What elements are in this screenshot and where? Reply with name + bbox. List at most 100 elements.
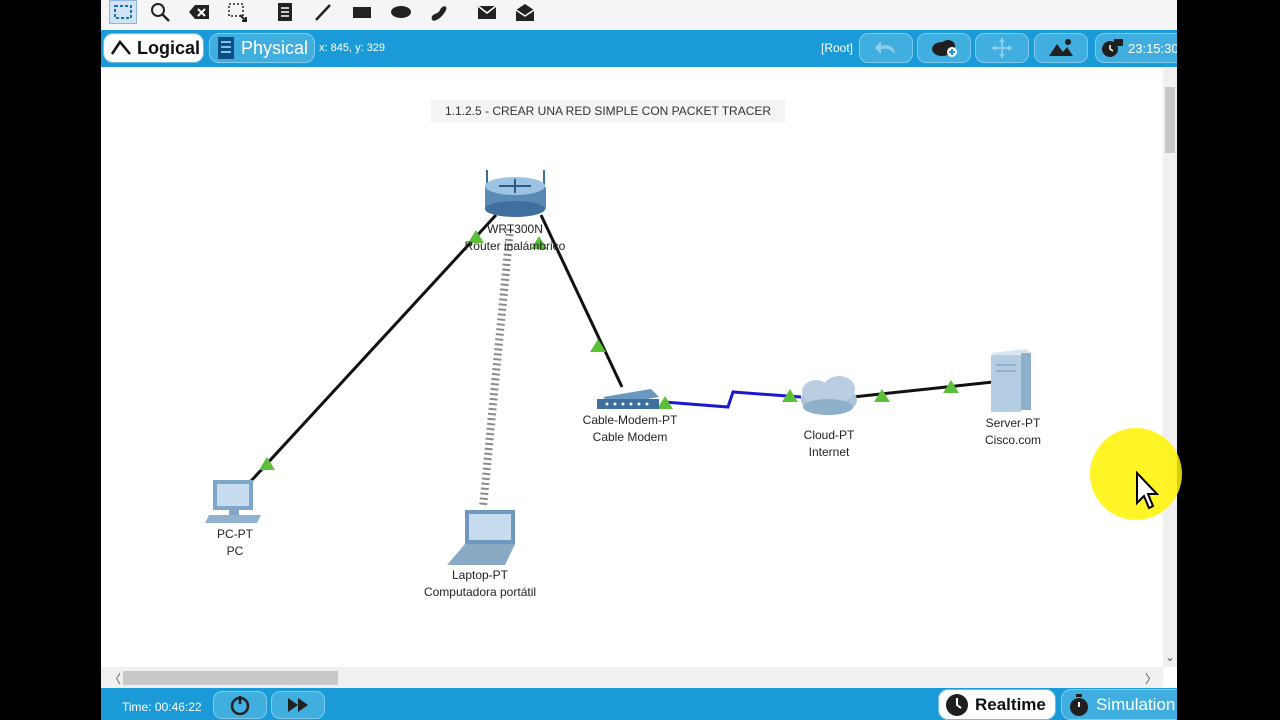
new-cluster-button[interactable] (917, 33, 971, 63)
set-background-button[interactable] (1034, 33, 1088, 63)
laptop-model: Laptop-PT (451, 568, 509, 582)
note-tool[interactable] (271, 0, 299, 24)
power-cycle-icon (230, 696, 250, 716)
tab-logical-label: Logical (137, 37, 201, 58)
move-object-button[interactable] (975, 33, 1029, 63)
freeform-tool[interactable] (425, 0, 453, 24)
draw-line-icon (315, 4, 331, 21)
cloud-device[interactable] (801, 376, 857, 415)
tab-logical[interactable]: Logical (103, 33, 204, 63)
modem-model: Cable-Modem-PT (582, 413, 678, 427)
server-name: Cisco.com (984, 433, 1042, 447)
router-label[interactable]: WRT300N Router inalámbrico (465, 221, 566, 255)
router-name: Router inalámbrico (464, 239, 566, 253)
horizontal-scroll-thumb[interactable] (123, 671, 338, 685)
draw-line-tool[interactable] (309, 0, 337, 24)
link-modem-cloud-coax[interactable] (663, 390, 802, 409)
fast-forward-button[interactable] (271, 691, 325, 719)
laptop-label[interactable]: Laptop-PT Computadora portátil (424, 567, 536, 601)
mouse-pointer-icon (1136, 471, 1159, 510)
link-up-indicator (590, 339, 606, 352)
physical-icon (218, 37, 234, 59)
link-up-indicator (468, 230, 484, 243)
link-up-indicator (531, 236, 547, 249)
vertical-scrollbar[interactable]: ⌄ (1163, 67, 1177, 667)
move-icon (992, 38, 1012, 58)
back-arrow-icon (875, 41, 895, 54)
router-device[interactable] (485, 170, 546, 217)
root-breadcrumb[interactable]: [Root] (821, 41, 854, 55)
simulation-mode-button[interactable]: Simulation (1061, 689, 1177, 720)
router-model: WRT300N (487, 222, 543, 236)
realtime-label: Realtime (975, 694, 1046, 714)
back-button[interactable] (859, 33, 913, 63)
packet-tracer-window: Logical Physical x: 845, y: 329 [Root] 2… (101, 0, 1177, 720)
logical-icon (110, 39, 131, 55)
link-router-pc[interactable] (249, 213, 498, 483)
simulation-bar: Time: 00:46:22 Realtime Simulation (101, 688, 1177, 720)
select-icon (114, 5, 132, 19)
resize-tool[interactable] (223, 0, 251, 24)
pc-name: PC (226, 544, 244, 558)
edit-toolbar (101, 0, 1177, 30)
rectangle-tool[interactable] (348, 0, 376, 24)
inspect-tool[interactable] (146, 0, 174, 24)
cloud-label[interactable]: Cloud-PT Internet (804, 427, 855, 461)
simple-pdu-icon (477, 5, 497, 19)
simple-pdu-tool[interactable] (473, 0, 501, 24)
simulation-label: Simulation (1096, 694, 1176, 714)
pc-label[interactable]: PC-PT PC (217, 526, 253, 560)
link-cloud-server[interactable] (852, 380, 994, 399)
cluster-cloud-icon (932, 40, 957, 57)
scroll-down-arrow-icon[interactable]: ⌄ (1165, 650, 1176, 664)
topology-canvas (205, 170, 1031, 565)
complex-pdu-icon (515, 4, 535, 21)
link-up-indicator (943, 380, 959, 393)
link-up-indicator (259, 457, 275, 470)
freeform-icon (431, 6, 447, 21)
logical-workspace[interactable]: 1.1.2.5 - CREAR UNA RED SIMPLE CON PACKE… (101, 67, 1163, 667)
image-icon (1049, 39, 1073, 56)
workspace-note-title[interactable]: 1.1.2.5 - CREAR UNA RED SIMPLE CON PACKE… (431, 100, 785, 122)
ellipse-icon (391, 6, 411, 18)
link-router-modem[interactable] (539, 214, 624, 388)
link-up-indicator (782, 389, 798, 402)
clock-time: 23:15:30 (1128, 40, 1177, 56)
pc-device[interactable] (205, 480, 261, 523)
viewport-clock-icon (1102, 39, 1123, 57)
tab-physical[interactable]: Physical (209, 33, 315, 63)
pc-model: PC-PT (217, 527, 253, 541)
laptop-name: Computadora portátil (423, 585, 537, 599)
clock-area[interactable]: 23:15:30 (1095, 33, 1177, 63)
laptop-device[interactable] (447, 510, 515, 565)
power-cycle-button[interactable] (213, 691, 267, 719)
ellipse-tool[interactable] (387, 0, 415, 24)
delete-tool[interactable] (185, 0, 213, 24)
tab-physical-label: Physical (241, 37, 309, 58)
elapsed-time: Time: 00:46:22 (122, 700, 202, 714)
scroll-left-arrow-icon[interactable]: 〈 (109, 672, 122, 686)
realtime-mode-button[interactable]: Realtime (938, 689, 1056, 720)
inspect-icon (151, 3, 170, 22)
fast-forward-icon (288, 698, 308, 712)
realtime-clock-icon (946, 693, 968, 716)
horizontal-scrollbar[interactable]: 〈 〉 (101, 667, 1163, 688)
complex-pdu-tool[interactable] (511, 0, 539, 24)
simulation-stopwatch-icon (1070, 693, 1088, 716)
server-device[interactable] (991, 349, 1031, 412)
link-up-indicator (657, 396, 673, 409)
delete-icon (189, 5, 209, 19)
cloud-model: Cloud-PT (803, 428, 855, 442)
vertical-scroll-thumb[interactable] (1165, 87, 1175, 153)
mode-bar: Logical Physical x: 845, y: 329 [Root] 2… (101, 30, 1177, 67)
modem-label[interactable]: Cable-Modem-PT Cable Modem (583, 412, 678, 446)
cable-modem-device[interactable] (597, 389, 659, 409)
server-label[interactable]: Server-PT Cisco.com (985, 415, 1041, 449)
link-up-indicator (874, 389, 890, 402)
server-model: Server-PT (985, 416, 1041, 430)
link-router-laptop-wireless[interactable] (479, 228, 514, 508)
note-icon (278, 3, 292, 21)
scroll-right-arrow-icon[interactable]: 〉 (1145, 672, 1158, 686)
rectangle-icon (353, 7, 371, 18)
select-tool[interactable] (109, 0, 137, 24)
